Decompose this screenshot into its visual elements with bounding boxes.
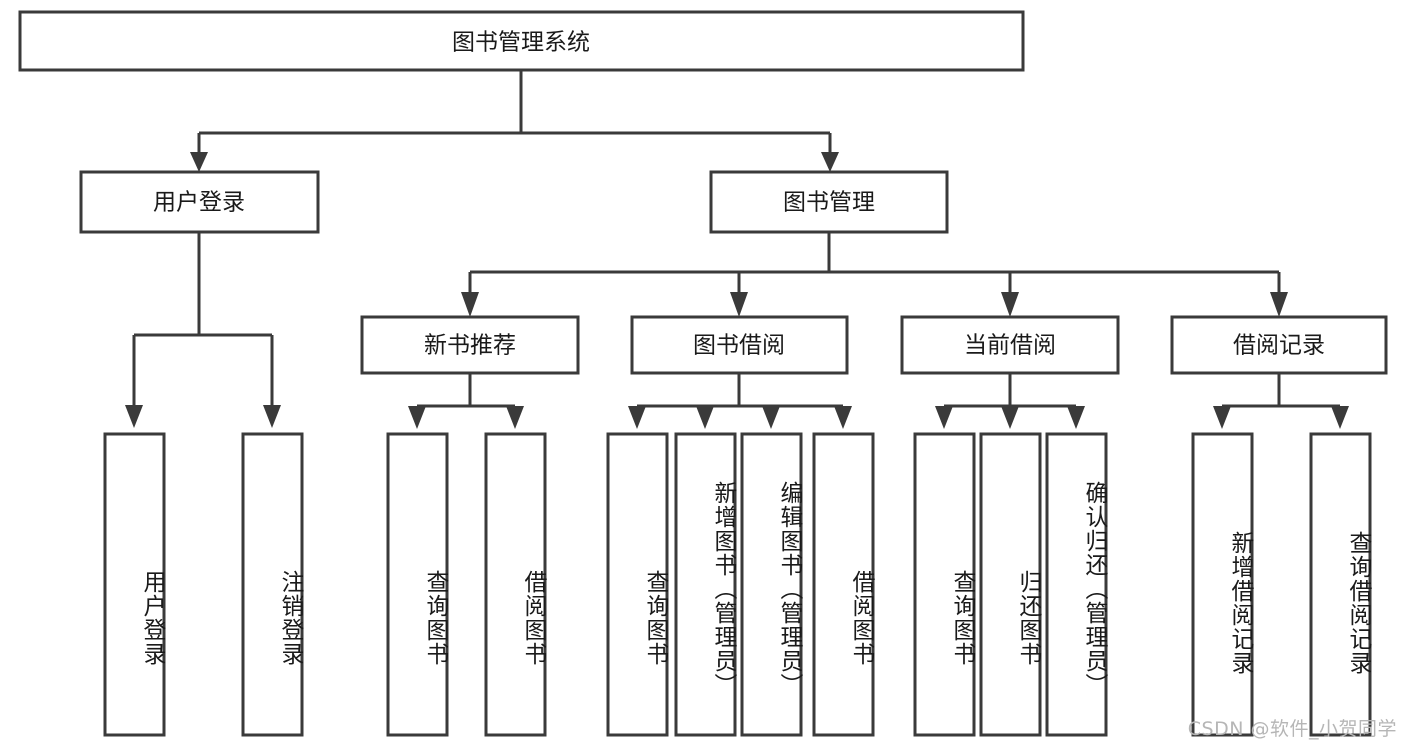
node-book-borrow-box[interactable] (630, 315, 849, 375)
arrow-head-icon (696, 406, 714, 429)
arrow-head-icon (461, 292, 479, 317)
arrow-head-icon (834, 406, 852, 429)
leaf-box-query-borrow-record[interactable] (1309, 432, 1372, 737)
node-new-book-recommend[interactable]: 新书推荐 (360, 315, 580, 375)
leaf-box-borrow-book-bb[interactable] (812, 432, 875, 737)
node-current-borrow-label: 当前借阅 (964, 333, 1056, 359)
arrow-head-icon (762, 406, 780, 429)
connector-bookborrow-to-leaves (628, 373, 852, 429)
leaf-box-borrow-book-nb[interactable] (484, 432, 547, 737)
node-root-system[interactable]: 图书管理系统 (18, 10, 1025, 72)
leaf-box-add-book-admin[interactable] (674, 432, 737, 737)
leaf-box-user-login[interactable] (103, 432, 166, 737)
node-book-management[interactable]: 图书管理 (709, 170, 949, 234)
arrow-head-icon (1001, 406, 1019, 429)
leaf-box-add-borrow-record[interactable] (1191, 432, 1254, 737)
node-root-label: 图书管理系统 (452, 30, 590, 56)
arrow-head-icon (1001, 292, 1019, 317)
arrow-head-icon (730, 292, 748, 317)
node-current-borrow-box[interactable] (900, 315, 1120, 375)
connector-borrowrecord-to-leaves (1213, 373, 1349, 429)
node-borrow-record[interactable]: 借阅记录 (1170, 315, 1388, 375)
leaf-box-query-book-nb[interactable] (386, 432, 449, 737)
arrow-head-icon (506, 406, 524, 429)
arrow-head-icon (821, 152, 839, 172)
arrow-head-icon (408, 406, 426, 429)
node-borrow-record-box[interactable] (1170, 315, 1388, 375)
leaf-box-logout[interactable] (241, 432, 304, 737)
node-book-borrow[interactable]: 图书借阅 (630, 315, 849, 375)
node-user-login[interactable]: 用户登录 (79, 170, 320, 234)
node-current-borrow[interactable]: 当前借阅 (900, 315, 1120, 375)
connector-root-to-level2 (190, 70, 839, 172)
leaf-box-confirm-return-admin[interactable] (1045, 432, 1108, 737)
arrow-head-icon (935, 406, 953, 429)
arrow-head-icon (263, 405, 281, 428)
arrow-head-icon (125, 405, 143, 428)
leaf-box-return-book[interactable] (979, 432, 1042, 737)
connector-newbook-to-leaves (408, 373, 524, 429)
node-book-management-box[interactable] (709, 170, 949, 234)
node-new-book-recommend-box[interactable] (360, 315, 580, 375)
connector-currentborrow-to-leaves (935, 373, 1085, 429)
connector-bookmgmt-to-level3 (461, 232, 1288, 317)
connector-user-login-to-leaves (125, 232, 281, 428)
watermark-text: CSDN @软件_小贺同学 (1187, 718, 1397, 740)
leaf-box-edit-book-admin[interactable] (740, 432, 803, 737)
node-book-borrow-label: 图书借阅 (693, 333, 785, 359)
node-borrow-record-label: 借阅记录 (1233, 333, 1325, 359)
leaf-box-query-book-cb[interactable] (913, 432, 976, 737)
arrow-head-icon (628, 406, 646, 429)
node-book-management-label: 图书管理 (783, 190, 875, 216)
arrow-head-icon (1213, 406, 1231, 429)
node-user-login-label: 用户登录 (153, 190, 245, 216)
arrow-head-icon (190, 152, 208, 172)
leaf-box-query-book-bb[interactable] (606, 432, 669, 737)
arrow-head-icon (1067, 406, 1085, 429)
arrow-head-icon (1270, 292, 1288, 317)
arrow-head-icon (1331, 406, 1349, 429)
node-new-book-recommend-label: 新书推荐 (424, 333, 516, 359)
node-root-box[interactable] (18, 10, 1025, 72)
